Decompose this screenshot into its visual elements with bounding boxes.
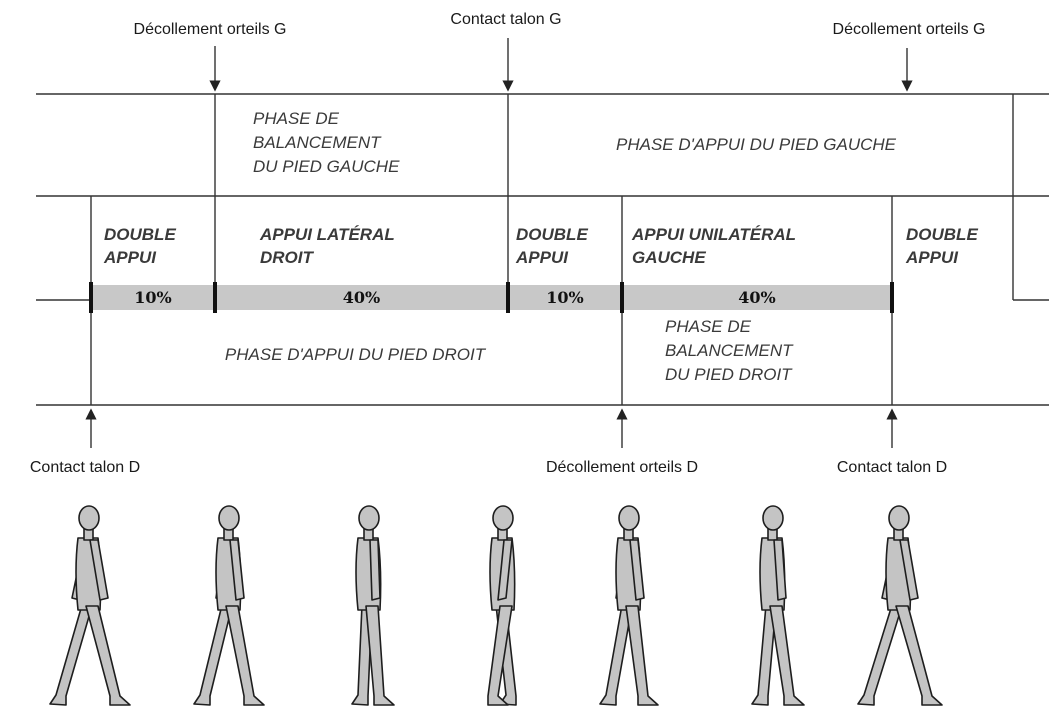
- event-heel-contact-right-1: Contact talon D: [30, 459, 140, 476]
- figure-front-leg: [225, 605, 265, 706]
- percentage-label: 10%: [134, 288, 171, 307]
- percentage-bar-segment: [215, 285, 508, 310]
- percentage-bar-tick: [620, 282, 624, 313]
- event-toe-off-left-1: Décollement orteils G: [134, 21, 287, 38]
- support-phase-double-1: DOUBLE APPUI: [103, 225, 181, 267]
- percentage-bar-tick: [890, 282, 894, 313]
- walking-figure: [351, 505, 395, 706]
- percentage-label: 40%: [343, 288, 380, 307]
- figure-front-arm: [773, 539, 787, 601]
- figure-back-leg: [49, 604, 93, 706]
- percentage-label: 40%: [738, 288, 775, 307]
- figure-head: [358, 505, 380, 531]
- walking-figure: [751, 505, 805, 706]
- support-phase-double-3: DOUBLE APPUI: [905, 225, 983, 267]
- percentage-bar-tick: [506, 282, 510, 313]
- left-stance-phase-label: PHASE D'APPUI DU PIED GAUCHE: [616, 135, 897, 154]
- percentage-bar-segment: [622, 285, 892, 310]
- walking-figure: [487, 505, 517, 706]
- figure-front-leg: [895, 605, 943, 706]
- right-stance-phase-label: PHASE D'APPUI DU PIED DROIT: [225, 345, 487, 364]
- figure-head: [762, 505, 784, 531]
- figure-front-arm: [899, 539, 919, 601]
- figure-front-arm: [369, 539, 381, 601]
- event-toe-off-left-2: Décollement orteils G: [833, 21, 986, 38]
- figure-front-arm: [497, 539, 513, 601]
- support-phase-single-left: APPUI UNILATÉRAL GAUCHE: [631, 225, 800, 267]
- figure-front-arm: [629, 539, 645, 601]
- figure-front-arm: [89, 539, 109, 601]
- figure-front-arm: [229, 539, 245, 601]
- percentage-bar: 10% 40% 10% 40%: [89, 282, 894, 313]
- walking-figure: [193, 505, 265, 706]
- figure-back-leg: [857, 604, 903, 706]
- percentage-bar-segment: [508, 285, 622, 310]
- support-phase-single-right: APPUI LATÉRAL DROIT: [259, 225, 399, 267]
- percentage-bar-segment: [91, 285, 215, 310]
- walking-figure: [857, 505, 943, 706]
- figure-head: [78, 505, 100, 531]
- figure-back-leg: [193, 604, 233, 706]
- event-toe-off-right: Décollement orteils D: [546, 459, 698, 476]
- left-swing-phase-label: PHASE DE BALANCEMENT DU PIED GAUCHE: [253, 109, 400, 176]
- figure-head: [218, 505, 240, 531]
- percentage-bar-tick: [213, 282, 217, 313]
- figure-front-leg: [487, 605, 513, 706]
- event-heel-contact-left: Contact talon G: [450, 11, 561, 28]
- event-heel-contact-right-2: Contact talon D: [837, 459, 947, 476]
- right-swing-phase-label: PHASE DE BALANCEMENT DU PIED DROIT: [665, 317, 797, 384]
- figure-head: [618, 505, 640, 531]
- figure-front-leg: [365, 605, 395, 706]
- figure-front-leg: [625, 605, 659, 706]
- percentage-bar-tick: [89, 282, 93, 313]
- figure-head: [888, 505, 910, 531]
- figure-head: [492, 505, 514, 531]
- figure-front-leg: [85, 605, 131, 706]
- walking-figure: [599, 505, 659, 706]
- support-phase-double-2: DOUBLE APPUI: [515, 225, 593, 267]
- figure-front-leg: [769, 605, 805, 706]
- percentage-label: 10%: [546, 288, 583, 307]
- walking-figure: [49, 505, 131, 706]
- walking-figures-row: [49, 505, 943, 706]
